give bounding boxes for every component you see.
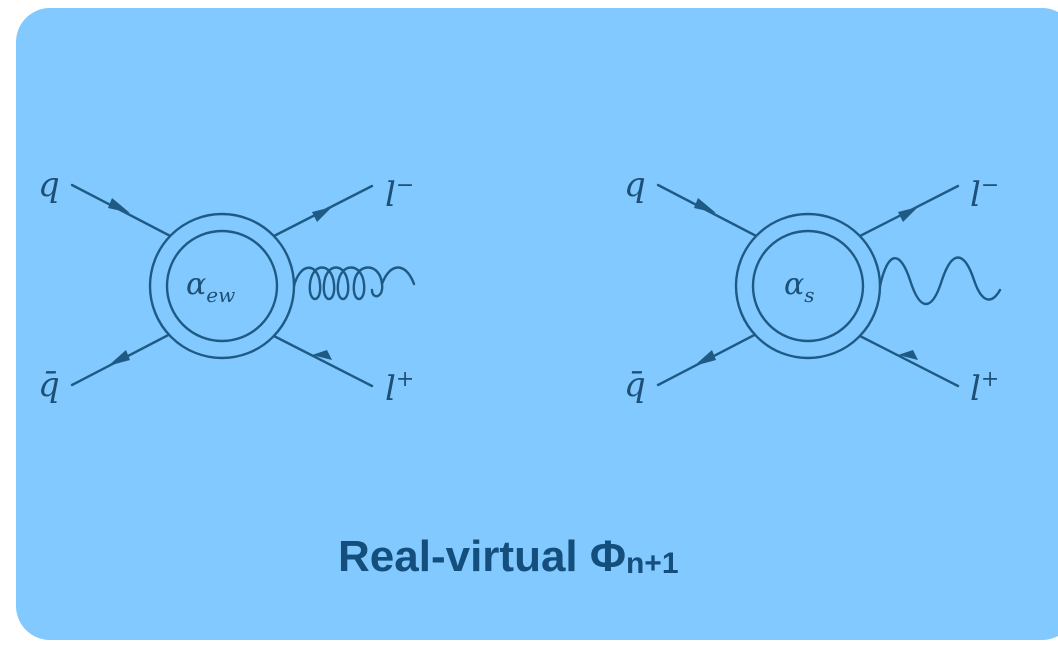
label-l-plus: l+ [385, 367, 414, 409]
label-q: q [38, 165, 60, 205]
quark-arrow-icon [108, 198, 130, 213]
outgoing-lepton-plus-line [268, 332, 374, 388]
lepton-plus-arrow-icon [312, 350, 332, 360]
label-l-minus: l− [385, 173, 414, 215]
incoming-quark-line [656, 183, 766, 242]
label-qbar: q̄ [38, 365, 60, 405]
vertex-inner-circle [165, 229, 279, 343]
label-coupling-ew: αew [186, 267, 235, 307]
outgoing-lepton-plus-line [854, 332, 960, 388]
lepton-minus-arrow-icon [312, 207, 332, 222]
antiquark-arrow-icon [108, 350, 130, 366]
label-l-minus: l− [970, 173, 999, 215]
label-coupling-s: αs [784, 267, 815, 307]
lepton-minus-arrow-icon [898, 207, 918, 222]
gluon-line [292, 266, 416, 301]
label-l-plus: l+ [970, 367, 999, 409]
caption: Real-virtual Φn+1 [338, 532, 679, 582]
feynman-diagram-ew: q q̄ l− l+ αew [38, 165, 416, 409]
vertex-inner-circle [751, 229, 865, 343]
caption-subscript: n+1 [625, 547, 679, 580]
incoming-quark-line [70, 183, 180, 242]
label-q: q [624, 165, 646, 205]
feynman-diagram-s: q q̄ l− l+ αs [624, 165, 1002, 409]
label-qbar: q̄ [624, 365, 646, 405]
quark-arrow-icon [694, 198, 716, 213]
caption-text: Real-virtual Φ [338, 532, 626, 581]
photon-line [878, 256, 1002, 305]
antiquark-arrow-icon [694, 350, 716, 366]
lepton-plus-arrow-icon [898, 350, 918, 360]
